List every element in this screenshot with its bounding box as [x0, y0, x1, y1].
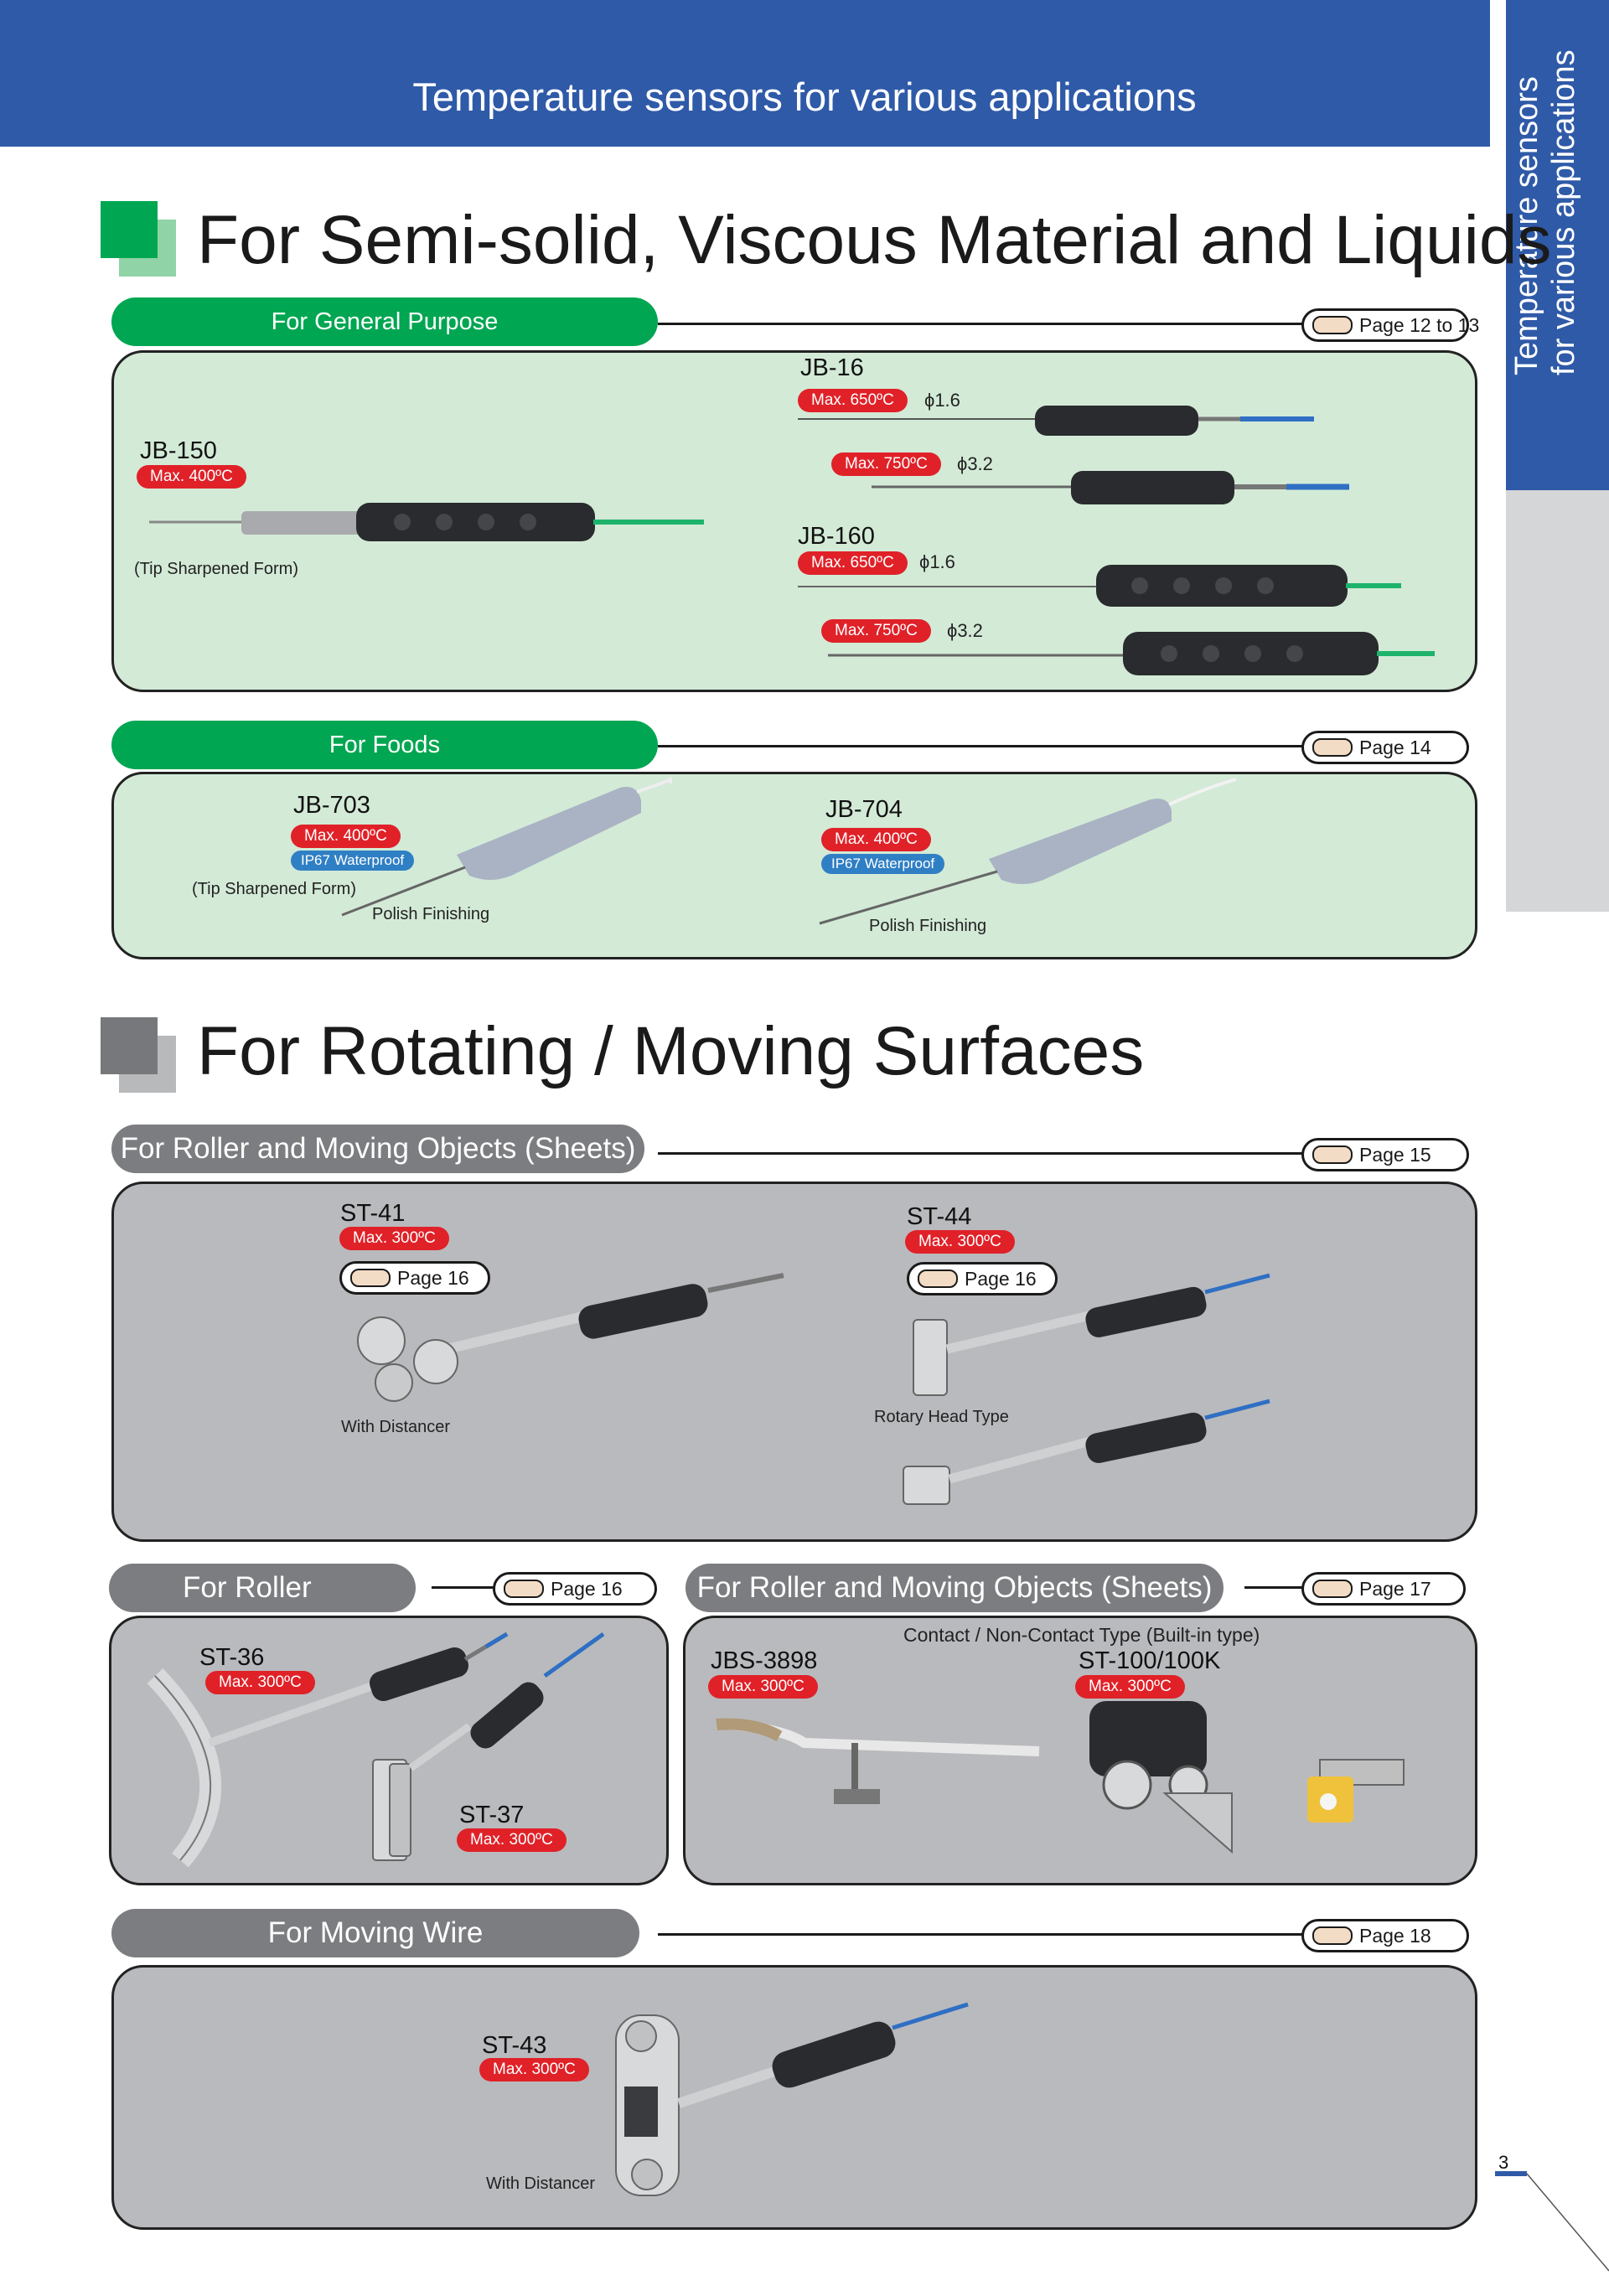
st36-model: ST-36 — [199, 1644, 265, 1671]
jb160-dia1: ϕ1.6 — [919, 551, 955, 572]
page-ref-roller[interactable]: Page 16 — [493, 1572, 657, 1606]
side-tab — [1506, 0, 1609, 490]
st36-max: Max. 300ºC — [205, 1671, 315, 1694]
pointing-hand-icon — [1312, 316, 1353, 334]
jb704-finish: Polish Finishing — [869, 917, 987, 935]
jbs3898-model: JBS-3898 — [711, 1647, 818, 1674]
jb160-max1: Max. 650ºC — [798, 551, 908, 575]
jb703-finish: Polish Finishing — [372, 905, 490, 923]
wire-panel — [111, 1965, 1477, 2230]
jb150-note: (Tip Sharpened Form) — [134, 560, 298, 578]
jb703-note: (Tip Sharpened Form) — [192, 880, 356, 898]
page-ref-text: Page 16 — [965, 1268, 1037, 1290]
general-rule — [658, 323, 1303, 325]
page-ref-text: Page 16 — [397, 1267, 469, 1289]
jb150-model: JB-150 — [140, 437, 217, 464]
section-marker-green-front — [101, 201, 158, 258]
page-ref-text: Page 17 — [1359, 1578, 1431, 1600]
contact-subtitle: Contact / Non-Contact Type (Built-in typ… — [903, 1624, 1260, 1646]
st44-note: Rotary Head Type — [874, 1408, 1009, 1426]
contact-panel — [683, 1616, 1477, 1885]
foods-rule — [658, 745, 1303, 747]
roller-illustrations — [147, 1632, 605, 1868]
pointing-hand-icon — [1312, 1145, 1353, 1164]
roller-rule — [432, 1586, 494, 1589]
sheets-panel — [111, 1182, 1477, 1542]
header-bar — [0, 0, 1490, 147]
page-ref-foods[interactable]: Page 14 — [1301, 731, 1469, 764]
general-purpose-label: For General Purpose — [111, 297, 658, 346]
jb704-model: JB-704 — [825, 796, 903, 823]
header-title: Temperature sensors for various applicat… — [412, 75, 1197, 119]
jb16-dia1: ϕ1.6 — [924, 390, 960, 411]
section-marker-grey-front — [101, 1017, 158, 1074]
page-ref-sheets2[interactable]: Page 17 — [1301, 1572, 1466, 1606]
pointing-hand-icon — [504, 1580, 544, 1598]
jb703-max: Max. 400ºC — [291, 825, 401, 848]
roller-label: For Roller — [109, 1564, 416, 1612]
pointing-hand-icon — [1312, 1580, 1353, 1598]
sheets2-label: For Roller and Moving Objects (Sheets) — [686, 1564, 1224, 1612]
pointing-hand-icon — [918, 1270, 958, 1288]
jb704-max: Max. 400ºC — [821, 828, 931, 851]
st43-model: ST-43 — [482, 2032, 547, 2059]
st41-note: With Distancer — [341, 1418, 451, 1436]
jb16-model: JB-16 — [800, 354, 864, 381]
page-ref-st44[interactable]: Page 16 — [907, 1262, 1058, 1295]
page-number: 3 — [1498, 2152, 1509, 2173]
jb160-dia2: ϕ3.2 — [947, 620, 983, 641]
page-ref-text: Page 14 — [1359, 737, 1431, 758]
st37-model: ST-37 — [459, 1802, 525, 1828]
contact-illustrations — [716, 1701, 1405, 1854]
st43-max: Max. 300ºC — [479, 2058, 589, 2081]
st44-max: Max. 300ºC — [905, 1230, 1015, 1254]
jb16-max1: Max. 650ºC — [798, 389, 908, 412]
st100-model: ST-100/100K — [1079, 1647, 1221, 1674]
sheets-label: For Roller and Moving Objects (Sheets) — [111, 1125, 644, 1173]
side-tab-grey — [1506, 490, 1609, 912]
page-ref-wire[interactable]: Page 18 — [1301, 1919, 1469, 1952]
sheets-rule — [658, 1152, 1303, 1155]
wire-rule — [658, 1933, 1303, 1936]
st100-max: Max. 300ºC — [1075, 1675, 1185, 1699]
jbs3898-max: Max. 300ºC — [708, 1675, 818, 1699]
pointing-hand-icon — [1312, 738, 1353, 757]
pointing-hand-icon — [350, 1269, 391, 1287]
st43-note: With Distancer — [486, 2174, 596, 2193]
jb16-max2: Max. 750ºC — [831, 452, 941, 476]
page-ref-text: Page 15 — [1359, 1144, 1431, 1166]
page-ref-text: Page 18 — [1359, 1925, 1431, 1947]
section2-heading: For Rotating / Moving Surfaces — [197, 1013, 1145, 1089]
sheets2-rule — [1244, 1586, 1303, 1589]
page-ref-text: Page 16 — [551, 1578, 623, 1600]
page-ref-sheets[interactable]: Page 15 — [1301, 1138, 1469, 1171]
st44-model: ST-44 — [907, 1203, 972, 1230]
foods-illustrations — [341, 776, 1237, 925]
wire-label: For Moving Wire — [111, 1909, 639, 1957]
st41-max: Max. 300ºC — [339, 1227, 449, 1250]
jb703-model: JB-703 — [293, 792, 370, 819]
page-ref-text: Page 12 to 13 — [1359, 314, 1480, 336]
jb160-max2: Max. 750ºC — [821, 619, 931, 643]
page-corner-line — [1495, 2171, 1609, 2272]
jb703-ip67: IP67 Waterproof — [291, 851, 415, 871]
foods-label: For Foods — [111, 721, 658, 769]
page-ref-st41[interactable]: Page 16 — [339, 1261, 490, 1295]
pointing-hand-icon — [1312, 1926, 1353, 1945]
jb160-model: JB-160 — [798, 523, 875, 550]
sheets-illustrations — [357, 1273, 1270, 1505]
general-purpose-illustrations — [149, 406, 1435, 675]
section1-heading: For Semi-solid, Viscous Material and Liq… — [197, 202, 1552, 278]
jb704-ip67: IP67 Waterproof — [821, 854, 945, 874]
page-ref-general[interactable]: Page 12 to 13 — [1301, 308, 1479, 342]
st37-max: Max. 300ºC — [457, 1828, 567, 1852]
jb150-max: Max. 400ºC — [137, 465, 246, 489]
st41-model: ST-41 — [340, 1200, 406, 1227]
jb16-dia2: ϕ3.2 — [957, 453, 993, 474]
